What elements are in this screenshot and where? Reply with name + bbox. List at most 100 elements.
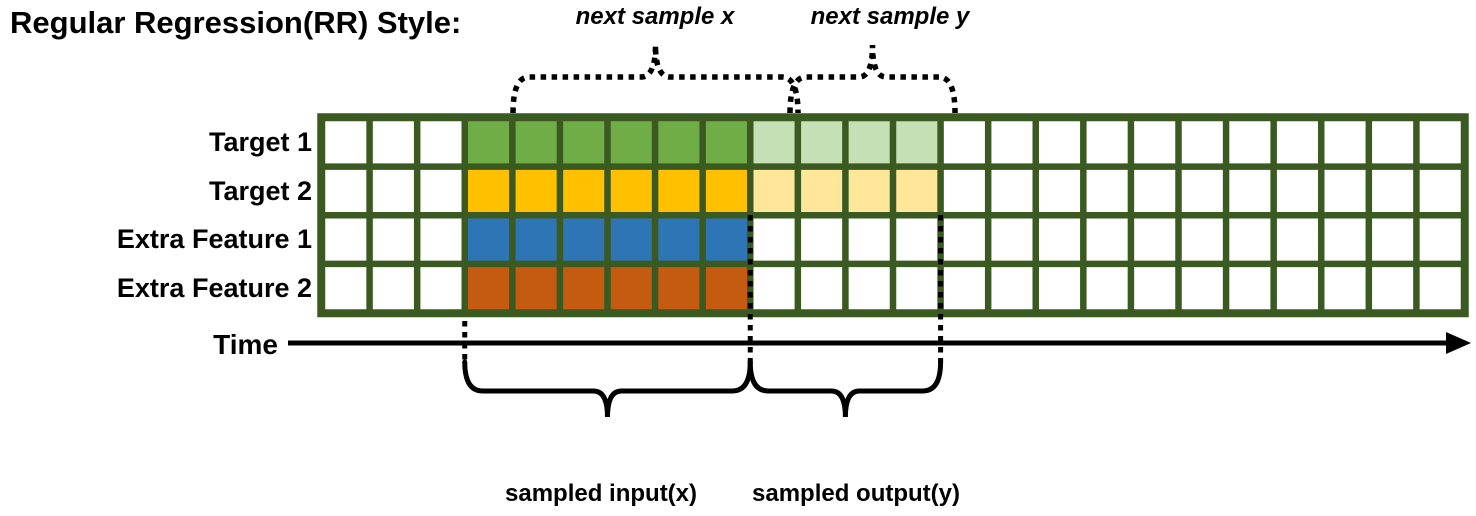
grid-cell: [1086, 218, 1128, 261]
sampled-output-annotation: sampled output(y) horizon=4 output_featu…: [752, 421, 1011, 516]
grid-cell: [420, 169, 462, 213]
grid-cell: [1181, 218, 1223, 261]
grid-cell: [610, 218, 652, 261]
grid-cell: [468, 121, 510, 164]
grid-cell: [468, 218, 510, 261]
grid-cell: [1181, 169, 1223, 213]
grid-cell: [753, 267, 795, 310]
grid-cell: [991, 121, 1033, 164]
grid-cell: [372, 121, 414, 164]
grid-cell: [943, 267, 985, 310]
grid-cell: [1419, 169, 1461, 213]
grid-cell: [1276, 267, 1318, 310]
sampled-output-brace-icon: [747, 359, 944, 418]
grid-cell: [1419, 267, 1461, 310]
time-axis-label: Time: [213, 329, 278, 360]
grid-cell: [1229, 121, 1271, 164]
grid-cell: [896, 169, 938, 213]
page-title: Regular Regression(RR) Style:: [10, 5, 462, 40]
grid-cell: [1134, 267, 1176, 310]
grid-cell: [658, 121, 700, 164]
grid-cell: [468, 169, 510, 213]
grid-cell: [1324, 267, 1366, 310]
grid-cell: [705, 267, 747, 310]
grid-cell: [943, 169, 985, 213]
sample-grid-frame: [317, 113, 1469, 318]
grid-cell: [372, 218, 414, 261]
grid-cell: [1419, 121, 1461, 164]
sampled-input-line: sampled input(x): [505, 480, 698, 507]
grid-cell: [610, 121, 652, 164]
grid-cell: [325, 121, 367, 164]
grid-cell: [801, 218, 843, 261]
grid-cell: [1372, 218, 1414, 261]
next-sample-y-label: next sample y: [810, 3, 970, 30]
time-axis-arrowhead-icon: [1446, 332, 1471, 354]
sampled-input-annotation: sampled input(x) lookback=6 input_featur…: [505, 421, 748, 516]
grid-cell: [753, 169, 795, 213]
grid-cell: [1038, 121, 1081, 164]
grid-cell: [1276, 218, 1318, 261]
grid-cell: [420, 121, 462, 164]
grid-cell: [658, 218, 700, 261]
grid-cell: [1229, 267, 1271, 310]
grid-cell: [705, 121, 747, 164]
grid-cell: [1134, 169, 1176, 213]
grid-cell: [991, 267, 1033, 310]
grid-cell: [848, 218, 890, 261]
grid-cell: [468, 267, 510, 310]
sampled-input-brace-icon: [462, 359, 753, 418]
grid-cell: [1276, 169, 1318, 213]
grid-cell: [1134, 218, 1176, 261]
grid-cell: [991, 169, 1033, 213]
grid-cell: [801, 267, 843, 310]
grid-cell: [896, 218, 938, 261]
grid-cell: [1372, 169, 1414, 213]
next-sample-x-label: next sample x: [575, 3, 735, 30]
grid-cell: [1324, 218, 1366, 261]
grid-cell: [943, 121, 985, 164]
grid-cell: [515, 267, 557, 310]
grid-cell: [563, 267, 605, 310]
grid-cell: [943, 218, 985, 261]
sample-grid-cells: [325, 121, 1461, 310]
grid-cell: [372, 267, 414, 310]
grid-cell: [848, 169, 890, 213]
grid-cell: [1181, 121, 1223, 164]
grid-cell: [896, 121, 938, 164]
grid-cell: [420, 218, 462, 261]
grid-cell: [658, 169, 700, 213]
grid-cell: [801, 121, 843, 164]
grid-cell: [515, 218, 557, 261]
grid-cell: [563, 169, 605, 213]
grid-cell: [420, 267, 462, 310]
row-label-extra-feature-1: Extra Feature 1: [116, 224, 312, 254]
next-sample-x-brace-icon: [510, 44, 801, 114]
grid-cell: [1372, 267, 1414, 310]
grid-cell: [1229, 218, 1271, 261]
grid-cell: [753, 218, 795, 261]
grid-cell: [1181, 267, 1223, 310]
grid-cell: [515, 169, 557, 213]
row-label-target-2: Target 2: [208, 175, 312, 206]
grid-cell: [325, 267, 367, 310]
sampled-output-line: sampled output(y): [752, 480, 960, 507]
grid-cell: [848, 121, 890, 164]
grid-cell: [372, 169, 414, 213]
grid-cell: [1086, 267, 1128, 310]
grid-cell: [1038, 218, 1081, 261]
grid-cell: [1134, 121, 1176, 164]
grid-cell: [1324, 169, 1366, 213]
next-sample-y-brace-icon: [787, 44, 958, 114]
grid-cell: [1038, 169, 1081, 213]
grid-cell: [991, 218, 1033, 261]
grid-cell: [1324, 121, 1366, 164]
grid-cell: [896, 267, 938, 310]
grid-cell: [1372, 121, 1414, 164]
grid-cell: [515, 121, 557, 164]
grid-cell: [705, 169, 747, 213]
row-label-target-1: Target 1: [208, 127, 312, 157]
grid-cell: [610, 169, 652, 213]
